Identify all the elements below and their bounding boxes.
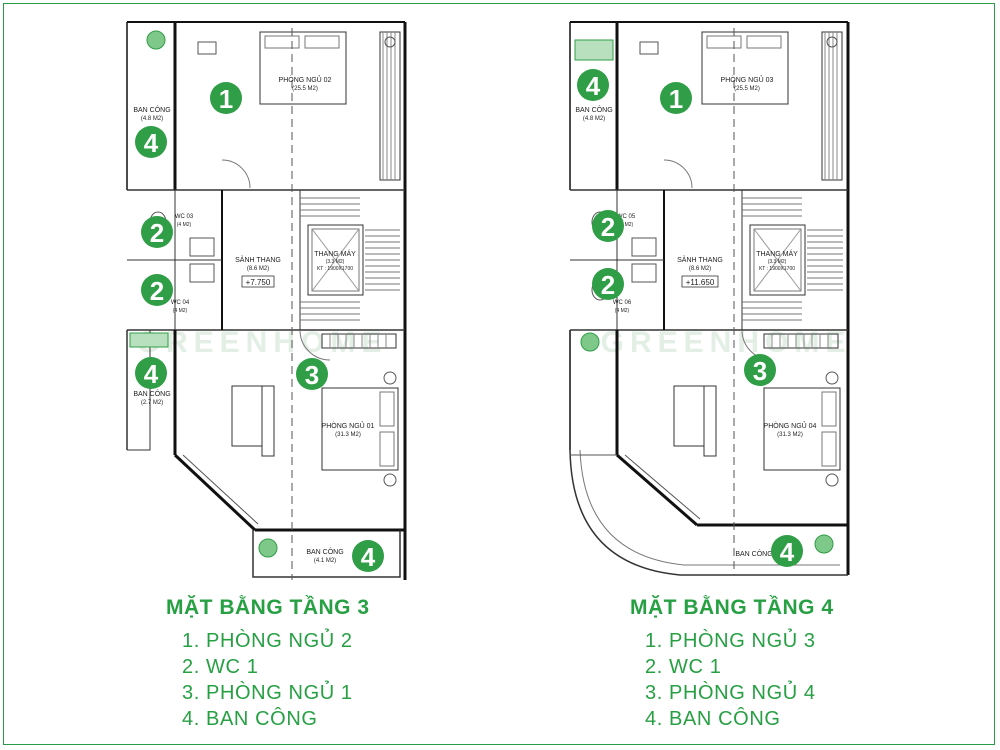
room-area: (4.1 M2)	[314, 558, 336, 564]
floor-4-plan	[569, 21, 850, 576]
elevator-size: KT : 1900X1700	[317, 266, 353, 272]
svg-text:4: 4	[144, 359, 159, 389]
room-marker: 1	[210, 82, 242, 114]
room-area: (2.7 M2)	[141, 400, 163, 406]
room-label: WC 06	[613, 300, 632, 306]
room-marker: 3	[296, 358, 328, 390]
legend-item: 2. WC 1	[182, 656, 259, 678]
room-label: WC 04	[171, 300, 190, 306]
room-label: WC 05	[617, 214, 636, 220]
room-area: (4 M2)	[619, 222, 634, 228]
room-label: BAN CÔNG	[575, 105, 612, 114]
svg-text:2: 2	[150, 276, 164, 306]
legend-item: 3. PHÒNG NGỦ 1	[182, 682, 353, 704]
floor-4-title: MẶT BẰNG TẦNG 4	[630, 596, 834, 619]
room-marker: 4	[771, 535, 803, 567]
svg-text:3: 3	[305, 360, 319, 390]
floor-3-plan	[126, 21, 407, 580]
svg-text:3: 3	[753, 356, 767, 386]
watermark-text-2: GREENHOME	[601, 326, 852, 359]
room-area: (4 M2)	[173, 308, 188, 314]
legend-item: 3. PHÒNG NGỦ 4	[645, 682, 816, 704]
floor-3-markers: 1 2 2 3 4 4 4	[135, 82, 384, 572]
room-label: BAN CÔNG	[735, 549, 772, 558]
room-label: SẢNH THANG	[235, 255, 281, 264]
floor-plans: GREENHOME GREENHOME	[126, 21, 852, 580]
floor-4-labels: PHÒNG NGỦ 03 (25.5 M2) BAN CÔNG (4.8 M2)…	[575, 75, 816, 558]
room-marker: 4	[135, 126, 167, 158]
room-marker: 2	[592, 268, 624, 300]
floor-4-legend: MẶT BẰNG TẦNG 4 1. PHÒNG NGỦ 3 2. WC 1 3…	[630, 596, 1000, 732]
room-label: BAN CÔNG	[306, 547, 343, 556]
svg-text:4: 4	[780, 537, 795, 567]
watermark-text: GREENHOME	[137, 326, 388, 359]
room-marker: 4	[135, 357, 167, 389]
svg-text:4: 4	[144, 128, 159, 158]
room-area: (25.5 M2)	[292, 86, 318, 92]
room-label: BAN CÔNG	[133, 389, 170, 398]
svg-text:1: 1	[219, 84, 233, 114]
room-label: PHÒNG NGỦ 01	[322, 421, 375, 430]
room-area: (8.6 M2)	[247, 266, 269, 272]
svg-text:2: 2	[601, 212, 615, 242]
room-label: WC 03	[175, 214, 194, 220]
svg-text:1: 1	[669, 84, 683, 114]
room-area: (25.5 M2)	[734, 86, 760, 92]
page-frame	[3, 3, 995, 745]
room-marker: 2	[592, 210, 624, 242]
floor-3-title: MẶT BẰNG TẦNG 3	[166, 596, 370, 619]
svg-text:2: 2	[150, 218, 164, 248]
floor-3-legend: MẶT BẰNG TẦNG 3 1. PHÒNG NGỦ 2 2. WC 1 3…	[166, 596, 586, 732]
legend-item: 1. PHÒNG NGỦ 2	[182, 630, 353, 652]
room-label: SẢNH THANG	[677, 255, 723, 264]
room-marker: 4	[577, 69, 609, 101]
room-label: THANG MÁY	[314, 249, 356, 258]
svg-text:4: 4	[361, 542, 376, 572]
level-mark: +7.750	[246, 278, 271, 287]
room-marker: 2	[141, 216, 173, 248]
floor-3-labels: PHÒNG NGỦ 02 (25.5 M2) BAN CÔNG (4.8 M2)…	[133, 75, 374, 564]
room-area: (4 M2)	[615, 308, 630, 314]
room-area: (8.6 M2)	[689, 266, 711, 272]
room-label: PHÒNG NGỦ 04	[764, 421, 817, 430]
room-label: PHÒNG NGỦ 03	[721, 75, 774, 84]
floor-4-markers: 1 2 2 3 4 4	[577, 69, 803, 567]
svg-text:2: 2	[601, 270, 615, 300]
room-area: (4.8 M2)	[141, 116, 163, 122]
legend-item: 4. BAN CÔNG	[182, 708, 318, 730]
svg-text:4: 4	[586, 71, 601, 101]
room-marker: 1	[660, 82, 692, 114]
room-label: PHÒNG NGỦ 02	[279, 75, 332, 84]
room-marker: 3	[744, 354, 776, 386]
legend-item: 2. WC 1	[645, 656, 722, 678]
room-area: (4.8 M2)	[583, 116, 605, 122]
legend-item: 4. BAN CÔNG	[645, 708, 781, 730]
room-area: (3.3 M2)	[768, 259, 787, 265]
elevator-size: KT : 1900X1700	[759, 266, 795, 272]
level-mark: +11.650	[686, 278, 715, 287]
room-area: (4 M2)	[177, 222, 192, 228]
room-area: (3.3 M2)	[326, 259, 345, 265]
room-area: (31.3 M2)	[777, 432, 803, 438]
room-area: (31.3 M2)	[335, 432, 361, 438]
room-label: THANG MÁY	[756, 249, 798, 258]
legend-item: 1. PHÒNG NGỦ 3	[645, 630, 816, 652]
room-marker: 4	[352, 540, 384, 572]
room-label: BAN CÔNG	[133, 105, 170, 114]
room-marker: 2	[141, 274, 173, 306]
